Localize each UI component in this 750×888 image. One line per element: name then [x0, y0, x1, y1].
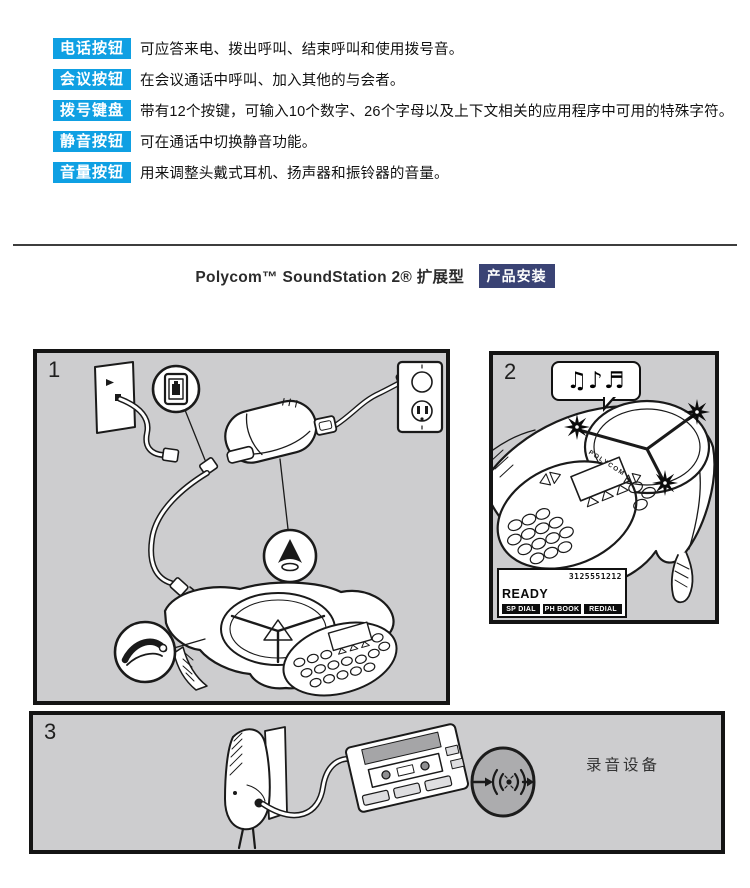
step-3-number: 3 [44, 719, 57, 744]
install-step-3-panel: 3 录音设备 [29, 711, 725, 854]
step-2-number: 2 [504, 359, 517, 384]
step-1-illustration [94, 360, 444, 697]
section-title: Polycom™ SoundStation 2® 扩展型 产品安装 [0, 264, 750, 288]
install-step-1-panel: 1 [33, 349, 450, 705]
wall-jack-icon [151, 364, 206, 461]
power-adapter [224, 398, 318, 464]
cable-plug-icon [113, 620, 206, 684]
phone-keypad [282, 621, 398, 697]
dial-keypad-badge: 拨号键盘 [53, 100, 132, 121]
section-divider [13, 244, 737, 246]
lcd-display: 3125551212 READY SP DIAL PH BOOK REDIAL [497, 568, 627, 618]
conference-phone-top-view [493, 399, 715, 604]
feature-row-conference: 会议按钮 在会议通话中呼叫、加入其他的与会者。 [53, 69, 734, 90]
conference-phone [163, 581, 398, 697]
mute-button-desc: 可在通话中切换静音功能。 [140, 135, 317, 151]
lcd-status-text: READY [502, 587, 549, 601]
feature-row-keypad: 拨号键盘 带有12个按键，可输入10个数字、26个字母以及上下文相关的应用程序中… [53, 100, 734, 121]
led-flash-icons [564, 399, 710, 496]
speech-bubble: ♫♪♬ [551, 361, 641, 412]
lcd-softkeys: SP DIAL PH BOOK REDIAL [502, 604, 622, 614]
conference-button-desc: 在会议通话中呼叫、加入其他的与会者。 [140, 73, 405, 89]
phone-keypad [496, 456, 656, 570]
music-notes-icon: ♫♪♬ [566, 367, 626, 394]
dial-keypad-desc: 带有12个按键，可输入10个数字、26个字母以及上下文相关的应用程序中可用的特殊… [140, 104, 734, 120]
softkey-ph-book: PH BOOK [543, 604, 581, 614]
softkey-redial: REDIAL [584, 604, 622, 614]
step-1-number: 1 [48, 357, 61, 382]
console-icon [262, 458, 318, 584]
phone-line-cable [117, 396, 180, 463]
phone-button-badge: 电话按钮 [53, 38, 132, 59]
conference-button-badge: 会议按钮 [53, 69, 132, 90]
wall-phone-side-view [224, 726, 288, 850]
phone-button-desc: 可应答来电、拨出呼叫、结束呼叫和使用拨号音。 [140, 42, 464, 58]
softkey-sp-dial: SP DIAL [502, 604, 540, 614]
volume-button-badge: 音量按钮 [53, 162, 132, 183]
console-cable [148, 457, 219, 602]
install-section-badge: 产品安装 [478, 264, 555, 288]
mute-button-badge: 静音按钮 [53, 131, 132, 152]
volume-button-desc: 用来调整头戴式耳机、扬声器和振铃器的音量。 [140, 166, 449, 182]
recorder-device-label: 录音设备 [586, 757, 661, 774]
feature-row-mute: 静音按钮 可在通话中切换静音功能。 [53, 131, 734, 152]
install-step-2-panel: 2 ♫♪♬ POLYCOM [489, 351, 719, 624]
wall-jack-plate [94, 361, 136, 434]
step-3-illustration [224, 723, 536, 850]
feature-list: 电话按钮 可应答来电、拨出呼叫、结束呼叫和使用拨号音。 会议按钮 在会议通话中呼… [53, 38, 734, 183]
lcd-phone-number: 3125551212 [568, 572, 622, 581]
audio-output-icon [470, 746, 536, 818]
cassette-recorder [345, 723, 469, 813]
feature-row-phone: 电话按钮 可应答来电、拨出呼叫、结束呼叫和使用拨号音。 [53, 38, 734, 59]
feature-row-volume: 音量按钮 用来调整头戴式耳机、扬声器和振铃器的音量。 [53, 162, 734, 183]
product-title: Polycom™ SoundStation 2® 扩展型 [195, 269, 465, 286]
step-2-illustration [493, 399, 715, 604]
power-outlet [396, 360, 444, 434]
